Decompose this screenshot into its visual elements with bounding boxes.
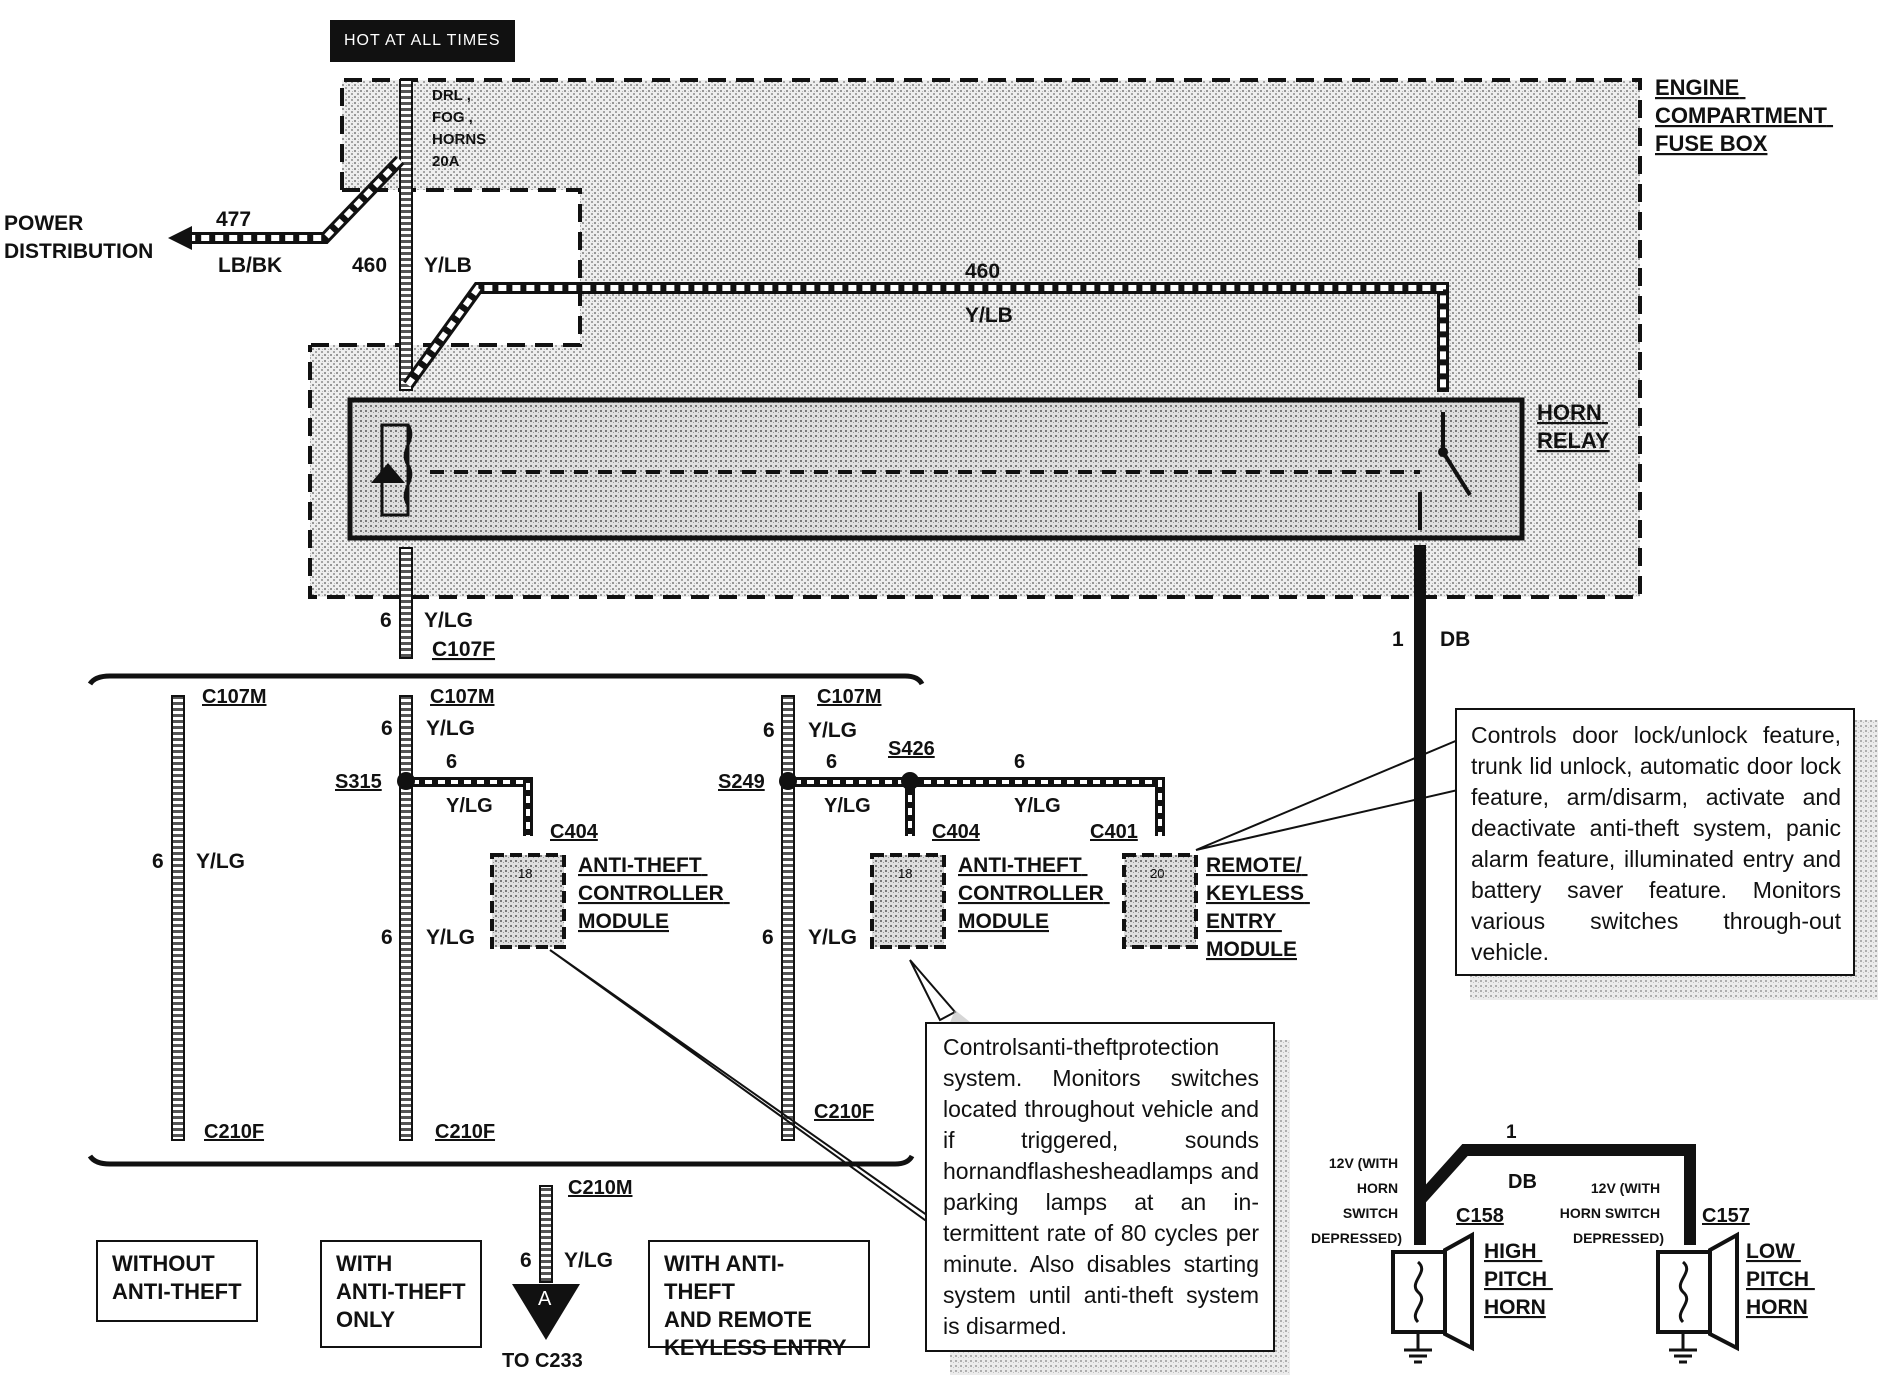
col1-wire bbox=[171, 695, 185, 1141]
power-distribution-label: POWER DISTRIBUTION bbox=[4, 212, 153, 263]
circuit-477: 477 bbox=[216, 208, 251, 231]
connector-ref-triangle bbox=[512, 1284, 580, 1340]
col3-bottom-connector: C210F bbox=[814, 1101, 874, 1123]
col1-top-connector: C107M bbox=[202, 686, 266, 708]
rke-note: Controls door lock/unlock feature, trunk… bbox=[1455, 708, 1855, 976]
connector-c210m: C210M bbox=[568, 1177, 632, 1199]
col2-color-bottom: Y/LG bbox=[426, 926, 475, 949]
col1-color: Y/LG bbox=[196, 850, 245, 873]
s249-branch-circuit: 6 bbox=[826, 751, 837, 773]
high-pitch-horn-label: HIGH PITCH HORN bbox=[1484, 1240, 1553, 1319]
splice-s249 bbox=[779, 772, 797, 790]
high-pitch-horn-icon bbox=[1391, 1231, 1474, 1364]
col3-pin: 18 bbox=[898, 866, 912, 881]
bottom-circuit: 6 bbox=[520, 1249, 532, 1272]
callout-atc-2 bbox=[909, 959, 957, 1022]
col2-color-top: Y/LG bbox=[426, 717, 475, 740]
fuse-box-label: ENGINE COMPARTMENT FUSE BOX bbox=[1655, 75, 1833, 156]
connector-ref-letter: A bbox=[538, 1288, 552, 1310]
s315-branch-color: Y/LG bbox=[446, 795, 493, 817]
wire-db bbox=[1414, 545, 1696, 1245]
connector-c157: C157 bbox=[1702, 1205, 1750, 1227]
horn-relay-box bbox=[347, 397, 1525, 541]
s315-branch bbox=[412, 777, 533, 836]
legend-with-anti-theft-only: WITH ANTI-THEFT ONLY bbox=[320, 1240, 482, 1348]
col2-connector: C404 bbox=[550, 821, 599, 843]
color-lb-bk: LB/BK bbox=[218, 254, 282, 277]
col3-connector2: C401 bbox=[1090, 821, 1138, 843]
col3-top-connector: C107M bbox=[817, 686, 881, 708]
col1-circuit: 6 bbox=[152, 850, 164, 873]
col3-circuit-top: 6 bbox=[763, 719, 775, 742]
col3-circuit-bottom: 6 bbox=[762, 926, 774, 949]
rke-module bbox=[1122, 853, 1198, 949]
col2-bottom-connector: C210F bbox=[435, 1121, 495, 1143]
rke-module-label: REMOTE/ KEYLESS ENTRY MODULE bbox=[1206, 854, 1310, 961]
relay-out-circuit: 6 bbox=[380, 609, 392, 632]
wire-477 bbox=[168, 155, 405, 250]
col1-bottom-connector: C210F bbox=[204, 1121, 264, 1143]
horn-feed-circuit: 1 bbox=[1392, 628, 1404, 651]
wire-460-relay bbox=[403, 282, 1449, 392]
col2-pin: 18 bbox=[518, 866, 532, 881]
connector-c158: C158 bbox=[1456, 1205, 1504, 1227]
horn-junction-color: DB bbox=[1508, 1171, 1537, 1193]
col3-pin2: 20 bbox=[1150, 866, 1164, 881]
col3-color-top: Y/LG bbox=[808, 719, 857, 742]
horn-junction-circuit: 1 bbox=[1506, 1122, 1517, 1143]
wire-460-vertical bbox=[399, 79, 413, 391]
legend-with-anti-theft-rke: WITH ANTI-THEFT AND REMOTE KEYLESS ENTRY bbox=[648, 1240, 870, 1360]
splice-s315 bbox=[397, 772, 415, 790]
s426-branch-color: Y/LG bbox=[1014, 795, 1061, 817]
color-y-lb: Y/LB bbox=[424, 254, 472, 277]
anti-theft-module-2 bbox=[870, 853, 946, 949]
high-horn-condition: 12V (WITH HORN SWITCH DEPRESSED) bbox=[1311, 1155, 1402, 1246]
col2-circuit-bottom: 6 bbox=[381, 926, 393, 949]
hot-at-all-times-label: HOT AT ALL TIMES bbox=[330, 20, 515, 62]
connector-c107f: C107F bbox=[432, 638, 495, 661]
c107-connector-bar bbox=[87, 673, 925, 686]
col3-color-bottom: Y/LG bbox=[808, 926, 857, 949]
horn-feed-color: DB bbox=[1440, 628, 1470, 651]
fuse-label: DRL , FOG , HORNS 20A bbox=[432, 87, 490, 170]
bottom-color: Y/LG bbox=[564, 1249, 613, 1272]
bottom-wire bbox=[539, 1185, 553, 1283]
atc-note: Controlsanti-theftprotection system. Mon… bbox=[925, 1022, 1275, 1352]
s315-branch-circuit: 6 bbox=[446, 751, 457, 773]
relay-feed-color: Y/LB bbox=[965, 304, 1013, 327]
anti-theft-module-1 bbox=[490, 853, 566, 949]
col2-wire bbox=[399, 695, 413, 1141]
c210-connector-bar bbox=[87, 1154, 915, 1167]
relay-out-color: Y/LG bbox=[424, 609, 473, 632]
splice-s426 bbox=[901, 772, 919, 790]
low-horn-condition: 12V (WITH HORN SWITCH DEPRESSED) bbox=[1560, 1180, 1664, 1246]
low-pitch-horn-icon bbox=[1656, 1231, 1739, 1364]
to-c233-label: TO C233 bbox=[502, 1350, 583, 1372]
s249-branch-color: Y/LG bbox=[824, 795, 871, 817]
circuit-460: 460 bbox=[352, 254, 387, 277]
wire-relay-out bbox=[399, 547, 413, 659]
col3-connector: C404 bbox=[932, 821, 981, 843]
col2-circuit-top: 6 bbox=[381, 717, 393, 740]
s426-branch-circuit: 6 bbox=[1014, 751, 1025, 773]
col3-module-label: ANTI-THEFT CONTROLLER MODULE bbox=[958, 854, 1110, 933]
splice-s315-label: S315 bbox=[335, 771, 382, 793]
col2-module-label: ANTI-THEFT CONTROLLER MODULE bbox=[578, 854, 730, 933]
col2-top-connector: C107M bbox=[430, 686, 494, 708]
splice-s249-label: S249 bbox=[718, 771, 765, 793]
col3-wire bbox=[781, 695, 795, 1141]
legend-without-anti-theft: WITHOUT ANTI-THEFT bbox=[96, 1240, 258, 1322]
splice-s426-label: S426 bbox=[888, 738, 935, 760]
horn-relay-label: HORN RELAY bbox=[1537, 400, 1610, 453]
low-pitch-horn-label: LOW PITCH HORN bbox=[1746, 1240, 1815, 1319]
relay-feed-circuit: 460 bbox=[965, 260, 1000, 283]
